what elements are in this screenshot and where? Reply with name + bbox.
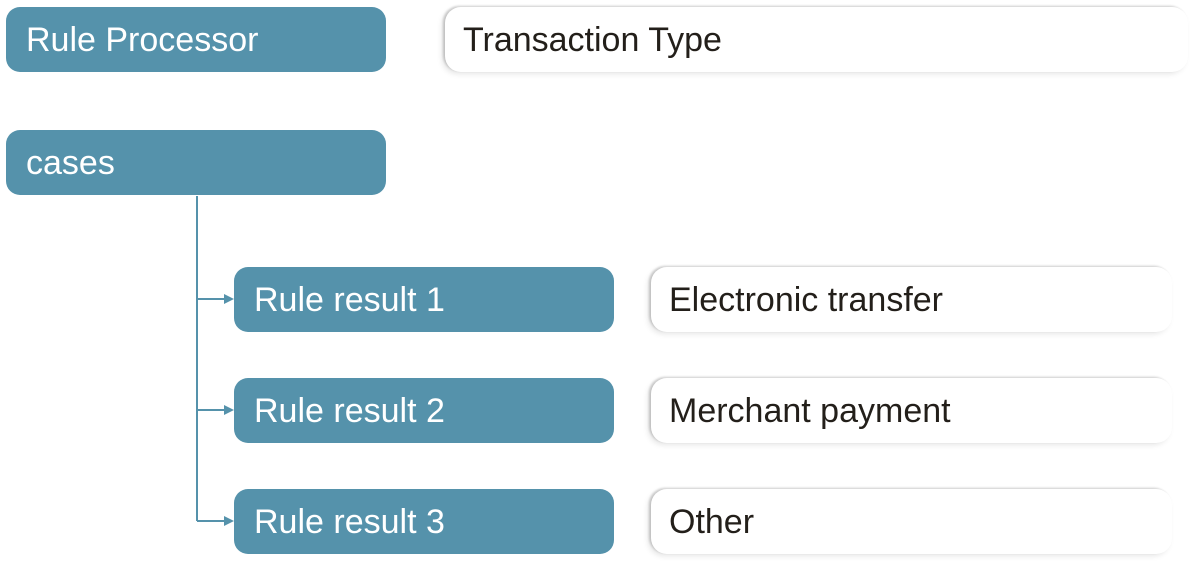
rule-processor-value: Transaction Type — [445, 7, 1188, 72]
rule-result-2-label: Rule result 2 — [234, 378, 614, 443]
rule-result-3-label: Rule result 3 — [234, 489, 614, 554]
rule-processor-label: Rule Processor — [6, 7, 386, 72]
rule-result-1-label: Rule result 1 — [234, 267, 614, 332]
rule-result-3-value: Other — [651, 489, 1172, 554]
rule-result-1-value: Electronic transfer — [651, 267, 1172, 332]
rule-result-2-value: Merchant payment — [651, 378, 1172, 443]
cases-label: cases — [6, 130, 386, 195]
